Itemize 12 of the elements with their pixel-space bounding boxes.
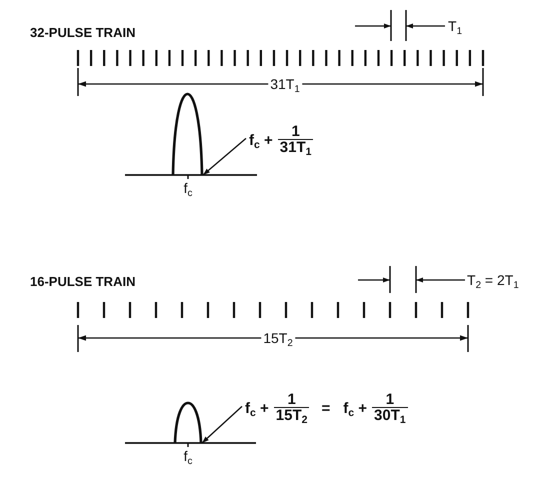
interval-label: T$_{1}$ (448, 18, 462, 34)
dimension-label: 31T$_{1}$ (268, 76, 302, 92)
heading: 16-PULSE TRAIN (30, 274, 136, 290)
spectrum-lobe-drawing (172, 93, 203, 175)
interval-label: T$_{2}$ = 2T$_{1}$ (467, 272, 519, 288)
dimension-label: 15T$_{2}$ (261, 330, 295, 346)
leader-arrow (202, 406, 242, 444)
heading: 32-PULSE TRAIN (30, 25, 136, 41)
leader-arrow (202, 138, 246, 176)
axis-label: f$_{c}$ (184, 180, 192, 196)
axis-label: f$_{c}$ (184, 448, 192, 464)
spectrum-lobe-drawing (174, 402, 202, 443)
